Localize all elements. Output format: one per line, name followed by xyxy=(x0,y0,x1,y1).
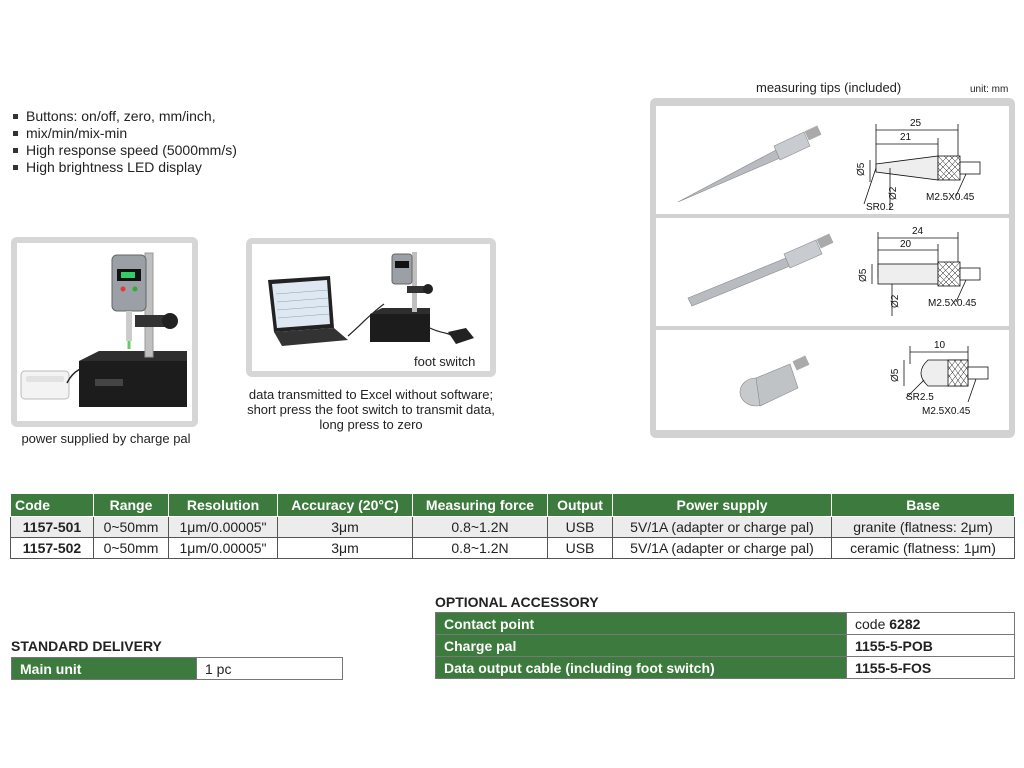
tip1-dia: Ø5 xyxy=(856,162,867,176)
tip-panel-1: 25 21 Ø5 Ø2 SR0.2 M2.5X0.45 xyxy=(656,106,1009,214)
col-header: Range xyxy=(93,493,169,517)
tip2-photo xyxy=(687,233,834,307)
unit-label: unit: mm xyxy=(970,84,1009,95)
table-row: Charge pal 1155-5-POB xyxy=(435,634,1015,657)
photo2-caption: data transmitted to Excel without softwa… xyxy=(226,387,516,432)
tips-title: measuring tips (included) xyxy=(756,80,902,95)
tip1-photo xyxy=(677,125,822,203)
tip2-tip-dia: Ø2 xyxy=(890,294,901,308)
spec-table: Code Range Resolution Accuracy (20°C) Me… xyxy=(10,493,1015,559)
col-header: Base xyxy=(831,493,1015,517)
accessory-value-prefix: code xyxy=(855,615,890,632)
tip1-dim-21: 21 xyxy=(900,132,912,143)
tip-panel-2: 24 20 Ø5 Ø2 M2.5X0.45 xyxy=(656,218,1009,326)
cell: granite (flatness: 2μm) xyxy=(831,516,1015,538)
col-header: Output xyxy=(547,493,613,517)
col-header: Code xyxy=(10,493,94,517)
tip3-sr: SR2.5 xyxy=(906,392,934,403)
photo-charge-pal xyxy=(11,237,198,427)
tip3-dim-10: 10 xyxy=(934,340,946,351)
col-header: Power supply xyxy=(612,493,832,517)
tip1-sr: SR0.2 xyxy=(866,202,894,213)
cell: 0~50mm xyxy=(93,537,169,559)
tip2-thread: M2.5X0.45 xyxy=(928,298,977,309)
cell-code: 1157-501 xyxy=(10,516,94,538)
delivery-label: Main unit xyxy=(11,657,197,680)
photo-excel-transfer: foot switch xyxy=(246,238,496,377)
cell: 3μm xyxy=(277,537,413,559)
cell: USB xyxy=(547,516,613,538)
caption-line: long press to zero xyxy=(319,417,423,432)
cell: 5V/1A (adapter or charge pal) xyxy=(612,516,832,538)
table-row: 1157-501 0~50mm 1μm/0.00005" 3μm 0.8~1.2… xyxy=(10,516,1015,538)
cell-code: 1157-502 xyxy=(10,537,94,559)
tip1-tip-dia: Ø2 xyxy=(888,186,899,200)
cell: USB xyxy=(547,537,613,559)
gauge-stand-illustration xyxy=(20,252,187,407)
tip3-photo xyxy=(739,355,810,407)
cell: 5V/1A (adapter or charge pal) xyxy=(612,537,832,559)
cell: 0.8~1.2N xyxy=(412,516,548,538)
cell: 0.8~1.2N xyxy=(412,537,548,559)
laptop-footswitch-illustration xyxy=(268,252,474,346)
feature-list: Buttons: on/off, zero, mm/inch, mix/min/… xyxy=(12,108,237,176)
accessory-label: Contact point xyxy=(435,612,847,635)
spec-header-row: Code Range Resolution Accuracy (20°C) Me… xyxy=(10,493,1015,517)
accessory-code: 6282 xyxy=(889,615,921,632)
accessory-value: 1155-5-POB xyxy=(846,634,1015,657)
measuring-tips-panel: 25 21 Ø5 Ø2 SR0.2 M2.5X0.45 xyxy=(650,98,1015,438)
table-row: 1157-502 0~50mm 1μm/0.00005" 3μm 0.8~1.2… xyxy=(10,537,1015,559)
foot-switch-label: foot switch xyxy=(414,354,476,369)
cell: 0~50mm xyxy=(93,516,169,538)
table-row: Contact point code 6282 xyxy=(435,612,1015,635)
accessory-label: Charge pal xyxy=(435,634,847,657)
feature-item: High response speed (5000mm/s) xyxy=(12,142,237,159)
optional-accessory-title: OPTIONAL ACCESSORY xyxy=(435,594,599,610)
tip1-dim-25: 25 xyxy=(910,118,922,129)
tip3-thread: M2.5X0.45 xyxy=(922,406,971,417)
feature-item: Buttons: on/off, zero, mm/inch, xyxy=(12,108,237,125)
tip2-dia: Ø5 xyxy=(858,268,869,282)
delivery-value: 1 pc xyxy=(196,657,343,680)
caption-line: short press the foot switch to transmit … xyxy=(247,402,495,417)
cell: 1μm/0.00005" xyxy=(168,516,278,538)
cell: 1μm/0.00005" xyxy=(168,537,278,559)
tip-panel-3: 10 Ø5 SR2.5 M2.5X0.45 xyxy=(656,330,1009,430)
feature-item: High brightness LED display xyxy=(12,159,237,176)
table-row: Main unit 1 pc xyxy=(11,657,343,680)
accessory-label: Data output cable (including foot switch… xyxy=(435,656,847,679)
col-header: Measuring force xyxy=(412,493,548,517)
tip1-thread: M2.5X0.45 xyxy=(926,192,975,203)
col-header: Resolution xyxy=(168,493,278,517)
tip2-dim-20: 20 xyxy=(900,239,912,250)
standard-delivery-table: Main unit 1 pc xyxy=(11,657,343,680)
tip2-dim-24: 24 xyxy=(912,226,924,237)
accessory-value: 1155-5-FOS xyxy=(846,656,1015,679)
standard-delivery-title: STANDARD DELIVERY xyxy=(11,638,162,654)
col-header: Accuracy (20°C) xyxy=(277,493,413,517)
cell: 3μm xyxy=(277,516,413,538)
cell: ceramic (flatness: 1μm) xyxy=(831,537,1015,559)
optional-accessory-table: Contact point code 6282 Charge pal 1155-… xyxy=(435,612,1015,679)
accessory-value: code 6282 xyxy=(846,612,1015,635)
tip3-dia: Ø5 xyxy=(890,368,901,382)
table-row: Data output cable (including foot switch… xyxy=(435,656,1015,679)
feature-item-continued: mix/min/mix-min xyxy=(12,125,237,142)
caption-line: data transmitted to Excel without softwa… xyxy=(248,387,494,402)
photo1-caption: power supplied by charge pal xyxy=(21,431,191,446)
